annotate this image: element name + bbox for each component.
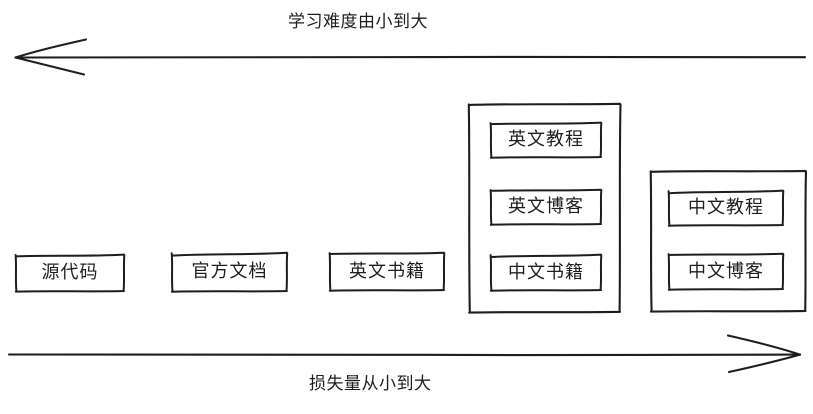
loss-axis-label: 损失量从小到大 [309, 374, 432, 394]
difficulty-axis-label: 学习难度由小到大 [288, 12, 428, 32]
node-label: 官方文档 [191, 261, 268, 282]
node-label: 中文教程 [688, 197, 764, 218]
node-english-tutorials[interactable]: 英文教程 [489, 121, 603, 159]
node-label: 源代码 [41, 262, 99, 283]
node-label: 中文博客 [688, 260, 764, 282]
node-label: 英文书籍 [349, 260, 425, 282]
node-label: 英文教程 [508, 129, 584, 150]
node-chinese-books[interactable]: 中文书籍 [489, 253, 603, 292]
node-english-blogs[interactable]: 英文博客 [489, 188, 603, 226]
node-chinese-tutorials[interactable]: 中文教程 [667, 189, 785, 227]
node-chinese-blogs[interactable]: 中文博客 [667, 252, 785, 291]
node-label: 英文博客 [508, 196, 584, 217]
node-official-docs[interactable]: 官方文档 [170, 251, 289, 293]
node-source-code[interactable]: 源代码 [14, 253, 126, 293]
node-english-books[interactable]: 英文书籍 [328, 251, 446, 292]
node-label: 中文书籍 [508, 261, 584, 283]
